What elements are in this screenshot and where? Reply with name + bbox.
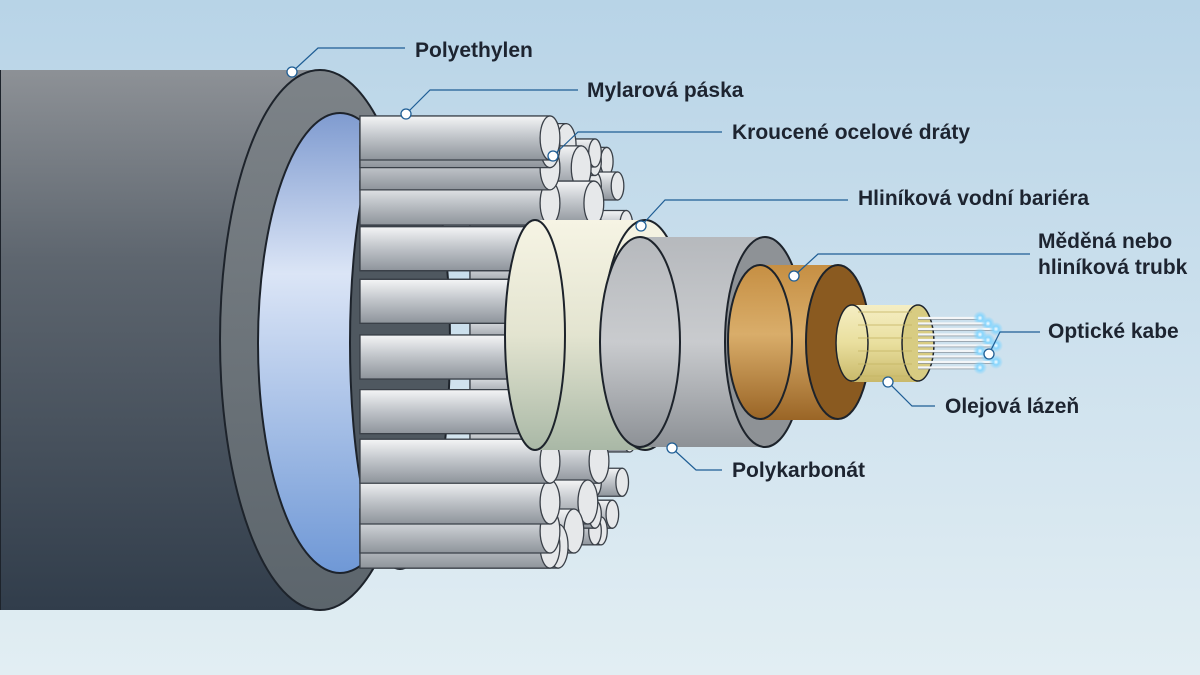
leader-dot <box>983 348 995 360</box>
leader-dot <box>400 108 412 120</box>
oil-bath <box>835 304 935 382</box>
fiber-glow <box>973 360 987 375</box>
leader-dot <box>882 376 894 388</box>
fiber-glow <box>989 338 1003 353</box>
leader-line <box>405 89 578 115</box>
label-polykarbonat: Polykarbonát <box>732 459 866 482</box>
leader-line <box>552 131 722 157</box>
label-medena-line2: hliníková trubk <box>1038 256 1188 279</box>
steel-wire <box>359 479 561 525</box>
label-opticke-kabely: Optické kabe <box>1048 320 1179 343</box>
leader-dot <box>286 66 298 78</box>
label-medena-trubka: Měděná nebo hliníková trubk <box>1038 229 1187 281</box>
leader-dot <box>635 220 647 232</box>
label-mylarova-paska: Mylarová páska <box>587 79 744 102</box>
label-olejova-lazen: Olejová lázeň <box>945 395 1080 418</box>
leader-line <box>988 331 1040 355</box>
leader-dot <box>547 150 559 162</box>
leader-line <box>640 199 848 227</box>
fiber-glow <box>989 355 1003 369</box>
leader-lines <box>286 47 1040 471</box>
leader-dot <box>788 270 800 282</box>
label-medena-line1: Měděná nebo <box>1038 230 1173 253</box>
steel-wire <box>359 115 561 161</box>
label-kroucene-ocelove-draty: Kroucené ocelové dráty <box>732 121 971 144</box>
leader-dot <box>666 442 678 454</box>
steel-wire <box>359 438 561 484</box>
leader-line <box>887 381 935 407</box>
leader-line <box>671 447 722 471</box>
optical-fibers <box>918 311 1003 375</box>
label-hlinikova-vodni-bariera: Hliníková vodní bariéra <box>858 187 1090 210</box>
leader-line <box>291 47 405 73</box>
copper-tube <box>727 264 871 420</box>
label-polyethylen: Polyethylen <box>415 39 533 62</box>
leader-line <box>793 253 1030 277</box>
